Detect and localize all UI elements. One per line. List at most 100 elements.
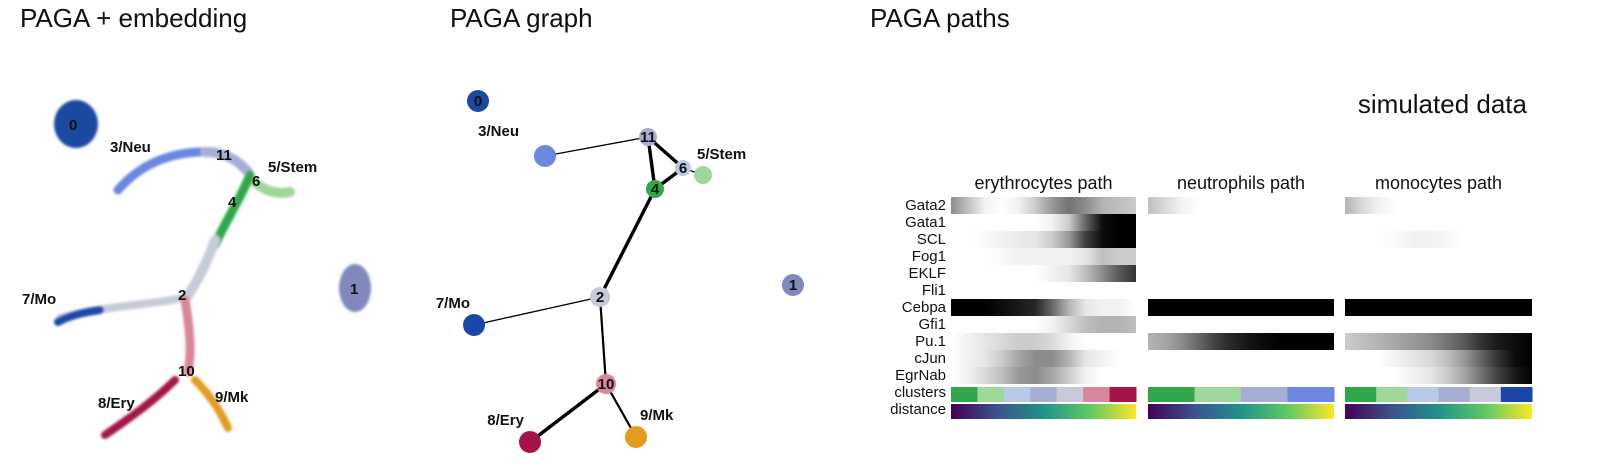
row-label-scl: SCL (917, 231, 946, 248)
graph-node-label-1: 1 (789, 277, 797, 294)
graph-edge-4-2 (598, 188, 657, 298)
graph-node-11 (639, 128, 657, 146)
heatmap-cell-1-scl (1148, 231, 1334, 248)
graph-node-6 (675, 160, 691, 176)
cluster-bar-2-5 (1376, 387, 1408, 402)
embedding-branch-10 (180, 295, 195, 377)
distance-bar-0 (951, 404, 1136, 419)
graph-node-label-4: 4 (651, 181, 660, 198)
heatmap-cell-1-gata2 (1148, 197, 1334, 214)
paths-panel: simulated data Gata2Gata1SCLFog1EKLFFli1… (890, 89, 1533, 419)
row-label-distance: distance (890, 401, 946, 418)
embedding-cluster-1 (339, 264, 371, 312)
heatmap-cell-0-gfi1 (951, 316, 1136, 333)
cluster-bar-2-6 (1407, 387, 1439, 402)
heatmap-cell-2-gfi1 (1345, 316, 1532, 333)
embedding-label-0: 0 (69, 117, 77, 134)
cluster-bar-1-4 (1148, 387, 1195, 402)
graph-node-label-6: 6 (679, 160, 687, 177)
graph-node-2 (590, 287, 610, 307)
graph-node-label-10: 10 (598, 376, 615, 393)
cluster-bar-0-8 (1109, 387, 1137, 402)
embedding-label-7: 7/Mo (22, 291, 56, 308)
path-title-0: erythrocytes path (974, 173, 1112, 193)
cluster-bar-1-3 (1287, 387, 1335, 402)
heatmap-cell-1-gata1 (1148, 214, 1334, 231)
heatmap-cell-0-fog1 (951, 248, 1136, 265)
row-label-eklf: EKLF (908, 265, 946, 282)
cluster-bar-0-5 (977, 387, 1005, 402)
row-label-gata2: Gata2 (905, 197, 946, 214)
graph-node-label-5: 5/Stem (697, 146, 746, 163)
row-label-gfi1: Gfi1 (918, 316, 946, 333)
graph-node-label-3: 3/Neu (478, 123, 519, 140)
graph-node-label-2: 2 (596, 289, 604, 306)
heatmap-cell-1-cjun (1148, 350, 1334, 367)
heatmap-cell-2-eklf (1345, 265, 1532, 282)
heatmap-cell-2-gata2 (1345, 197, 1532, 214)
embedding-label-8: 8/Ery (98, 395, 135, 412)
heatmap-cell-0-fli1 (951, 282, 1136, 299)
embedding-panel: 0 1 2 3/Neu 4 5/Stem 6 7/Mo 8/Ery 9/Mk 1… (22, 100, 371, 439)
embedding-label-1: 1 (350, 281, 358, 298)
embedding-label-6: 6 (252, 173, 260, 190)
graph-edge-2-10 (598, 296, 608, 385)
heatmap-cell-2-cebpa (1345, 299, 1532, 316)
embedding-branch-mk (191, 376, 232, 432)
distance-bar-1 (1148, 404, 1334, 419)
cluster-bar-0-2 (1056, 387, 1084, 402)
graph-node-0 (467, 90, 489, 112)
heatmap-cell-2-fog1 (1345, 248, 1532, 265)
path-title-1: neutrophils path (1177, 173, 1305, 193)
heatmap-cell-1-cebpa (1148, 299, 1334, 316)
row-label-pu1: Pu.1 (915, 333, 946, 350)
cluster-bar-0-6 (1003, 387, 1031, 402)
cluster-bar-0-4 (951, 387, 978, 402)
heatmap-cell-2-gata1 (1345, 214, 1532, 231)
embedding-label-10: 10 (178, 363, 195, 380)
heatmap-cell-2-cjun (1345, 350, 1532, 367)
embedding-label-4: 4 (228, 194, 237, 211)
row-label-fog1: Fog1 (912, 248, 946, 265)
graph-node-5 (694, 166, 712, 184)
cluster-bar-1-11 (1241, 387, 1288, 402)
heatmap-cell-1-fli1 (1148, 282, 1334, 299)
heatmap-cell-1-egrnab (1148, 367, 1334, 384)
cluster-bar-0-11 (1030, 387, 1058, 402)
embedding-label-3: 3/Neu (110, 139, 151, 156)
distance-bar-2 (1345, 404, 1532, 419)
graph-node-7 (463, 314, 485, 336)
cluster-bar-2-11 (1438, 387, 1471, 402)
embedding-branch-mo-tip (54, 306, 104, 326)
heatmap-cell-0-egrnab (951, 367, 1136, 384)
row-label-clusters: clusters (894, 384, 946, 401)
heatmap-cell-0-scl (951, 231, 1136, 248)
graph-node-3 (534, 145, 556, 167)
heatmap-cell-0-gata1 (951, 214, 1136, 231)
heatmap-cell-0-cebpa (951, 299, 1136, 316)
path-title-2: monocytes path (1375, 173, 1502, 193)
graph-edge-3-11 (544, 136, 649, 157)
embedding-branch-stem (245, 173, 295, 198)
heatmap-cell-1-gfi1 (1148, 316, 1334, 333)
heatmap-cell-0-cjun (951, 350, 1136, 367)
row-label-cebpa: Cebpa (902, 299, 947, 316)
heatmap-cell-2-fli1 (1345, 282, 1532, 299)
cluster-bar-2-7 (1500, 387, 1533, 402)
embedding-label-9: 9/Mk (215, 389, 249, 406)
cluster-bar-0-10 (1083, 387, 1111, 402)
heatmap-cell-1-pu1 (1148, 333, 1334, 350)
cluster-bar-2-2 (1469, 387, 1502, 402)
embedding-branch-neu (113, 147, 220, 195)
embedding-label-5: 5/Stem (268, 159, 317, 176)
embedding-branch-ery (101, 376, 179, 439)
heatmap-cell-0-gata2 (951, 197, 1136, 214)
graph-node-9 (625, 426, 647, 448)
paths-panel-title: PAGA paths (870, 3, 1010, 33)
heatmap-cell-1-eklf (1148, 265, 1334, 282)
graph-node-label-9: 9/Mk (640, 407, 674, 424)
graph-node-label-8: 8/Ery (487, 412, 524, 429)
heatmap-cell-1-fog1 (1148, 248, 1334, 265)
